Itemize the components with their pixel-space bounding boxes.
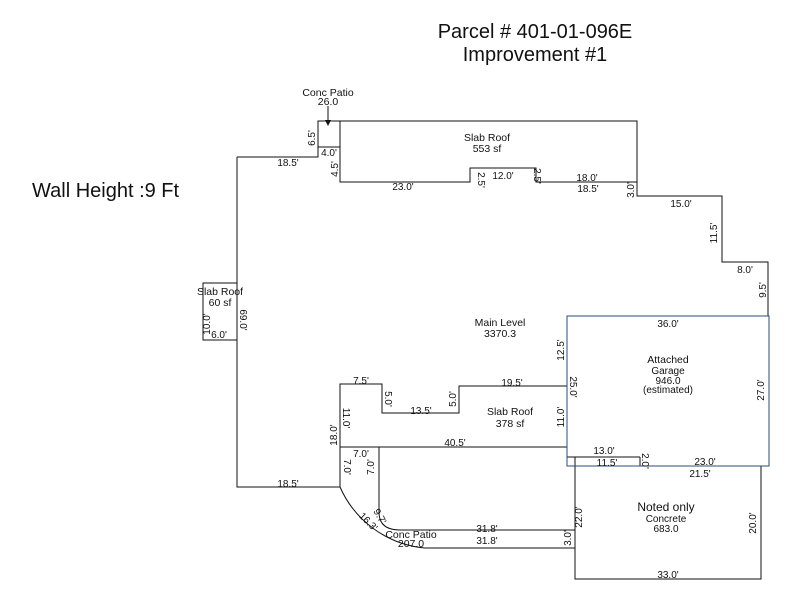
dim-10-0: 10.0' [202,313,213,334]
patio-pointer-head [325,120,331,126]
slab-roof-left-area: 60 sf [209,297,232,309]
dim-11-0-b: 11.0' [556,407,567,428]
dim-18-5-top: 18.5' [277,158,298,169]
dim-18-5-bottom: 18.5' [277,479,298,490]
garage-note: (estimated) [643,385,693,396]
dim-33-0: 33.0' [657,570,678,581]
dim-9-5: 9.5' [758,282,769,298]
dim-15-0: 15.0' [670,199,691,210]
dim-23-0-garage: 23.0' [694,457,715,468]
dim-3-0-top: 3.0' [626,182,637,198]
dim-7-5: 7.5' [353,376,369,387]
dim-5-0-b: 5.0' [448,391,459,407]
dim-11-5-bottom: 11.5' [597,458,618,469]
slab-roof-mid-area: 378 sf [496,418,525,430]
dim-6-5: 6.5' [307,130,318,146]
dim-23-0-slab: 23.0' [392,182,413,193]
dim-7-0-c: 7.0' [366,459,377,475]
dim-13-5: 13.5' [410,406,431,417]
dim-2-5-a: 2.5' [475,172,486,188]
dim-11-5-right: 11.5' [709,223,720,244]
main-outline-left [236,157,340,488]
dim-7-0-a: 7.0' [353,449,369,460]
dim-13-0: 13.0' [593,446,614,457]
outline-lines [202,120,769,580]
garage-sub: Garage [651,366,685,377]
dim-2-0: 2.0' [639,453,650,469]
dim-40-5: 40.5' [444,438,465,449]
dim-5-0-a: 5.0' [382,391,393,407]
dim-31-8-b: 31.8' [476,536,497,547]
conc-patio-top-area: 26.0 [318,96,339,108]
dim-11-0-a: 11.0' [340,408,351,429]
slab-roof-left-outline [202,282,238,341]
conc-patio-top-name: Conc Patio [302,87,354,99]
slab-roof-mid-name: Slab Roof [487,406,533,418]
main-level-area: 3370.3 [484,328,516,340]
main-outline [237,120,769,316]
dim-12-5: 12.5' [556,339,567,360]
garage-area: 946.0 [655,376,680,387]
conc-patio-bottom-area: 207.0 [398,538,424,550]
dim-4-0: 4.0' [321,148,337,159]
slab-roof-top-name: Slab Roof [464,132,510,144]
dim-22-0: 22.0' [574,506,585,527]
noted-only-sub: Concrete [646,514,687,525]
slab-roof-left-name: Slab Roof [197,286,243,298]
dim-36-0: 36.0' [657,319,678,330]
garage-name: Attached [647,354,689,366]
noted-only-area: 683.0 [653,524,678,535]
dim-20-0: 20.0' [748,512,759,533]
dim-69-0: 69.0' [237,309,248,330]
noted-only-name: Noted only [637,500,694,514]
patio-bottom-outline [339,447,575,549]
dim-27-0: 27.0' [756,379,767,400]
dim-18-0: 18.0' [576,173,597,184]
dim-7-0-b: 7.0' [341,459,352,475]
dim-31-8-a: 31.8' [476,524,497,535]
slab-roof-top-outline [340,120,638,196]
dim-18-5-slab: 18.5' [577,184,598,195]
slab-roof-mid-outline [339,383,567,447]
dim-25-0: 25.0' [567,376,578,397]
conc-patio-bottom-name: Conc Patio [385,529,437,541]
dim-18-0-left: 18.0' [329,424,340,445]
dim-2-5-b: 2.5' [531,168,542,184]
attached-garage-outline [566,315,770,467]
dim-6-0: 6.0' [211,330,227,341]
dim-12-0: 12.0' [492,171,513,182]
patio-bottom-inner [378,447,575,531]
dim-19-5: 19.5' [501,378,522,389]
main-level-name: Main Level [475,317,526,329]
dim-3-0-bottom: 3.0' [563,530,574,546]
improvement-title: Improvement #1 [462,44,608,66]
parcel-title: Parcel # 401-01-096E [437,21,633,43]
wall-height-label: Wall Height :9 Ft [32,180,180,202]
dim-8-0: 8.0' [737,265,753,276]
dim-21-5: 21.5' [689,469,710,480]
slab-roof-top-area: 553 sf [473,143,502,155]
noted-only-outline [574,457,762,580]
dim-4-5: 4.5' [330,161,341,177]
